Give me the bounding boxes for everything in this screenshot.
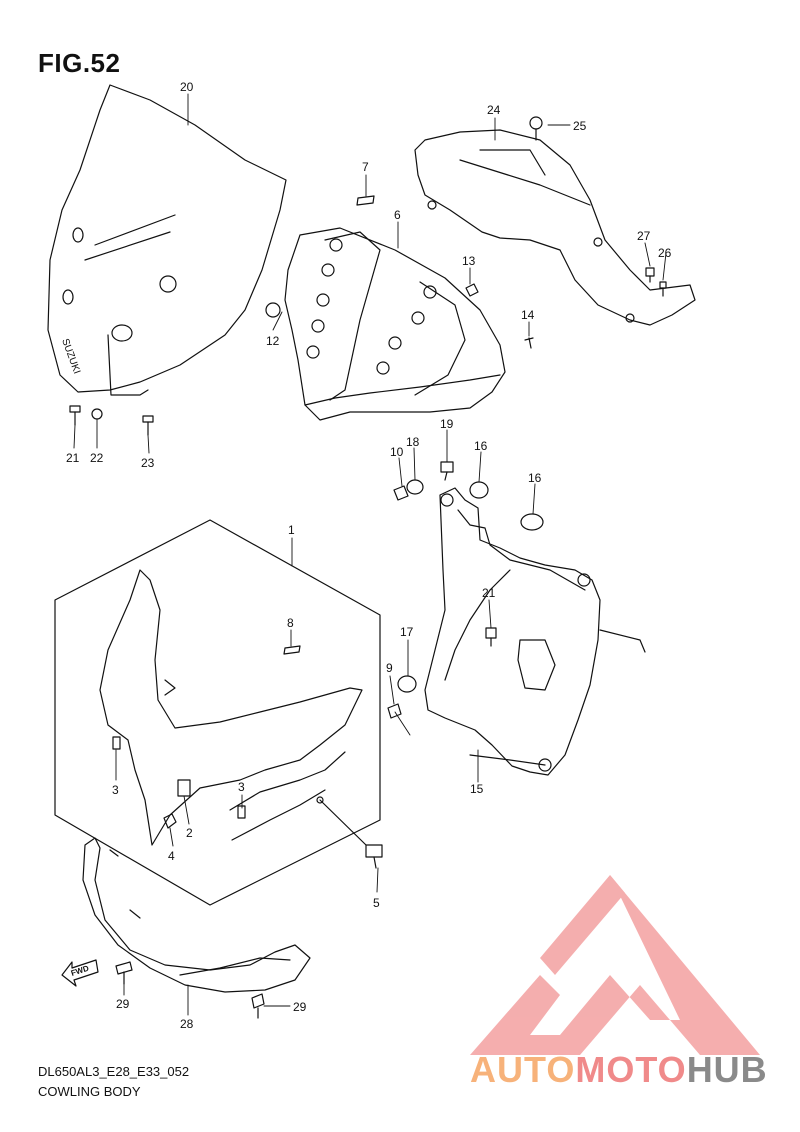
part-6-screw: [319, 799, 383, 869]
part-26-27-fasteners: [645, 267, 667, 297]
callout-15: 16: [528, 471, 542, 485]
callout-16a: 16: [474, 439, 488, 453]
callout-19: 21: [482, 586, 496, 600]
callout-23: 23: [141, 456, 155, 470]
callout-numbers: 20 21 22 23 7 6 12 13 14 24 25 27 26 1 8…: [66, 80, 672, 1031]
cowling-frame: [424, 487, 646, 776]
frame-hardware: [393, 461, 544, 693]
callout-2: 2: [186, 826, 193, 840]
cowling-assembly-box: [54, 519, 381, 906]
watermark-logo: [470, 875, 760, 1055]
callout-25: 25: [573, 119, 587, 133]
callout-28: 28: [180, 1017, 194, 1031]
callout-22: 22: [90, 451, 104, 465]
callout-7: 6: [394, 208, 401, 222]
callout-26: 26: [658, 246, 672, 260]
callout-9: 9: [386, 661, 393, 675]
part-8-label-plate: [356, 195, 375, 206]
part-29-fasteners: [115, 961, 265, 1019]
callout-5: 4: [168, 849, 175, 863]
callout-24: 24: [487, 103, 501, 117]
callout-4: 8: [287, 616, 294, 630]
svg-text:AUTOMOTOHUB: AUTOMOTOHUB: [470, 1049, 768, 1090]
fwd-arrow: [61, 959, 99, 987]
callout-3a: 3: [112, 783, 119, 797]
meter-bracket-cover: [414, 129, 696, 326]
windscreen-screws: [69, 405, 154, 436]
callout-1: 1: [288, 523, 295, 537]
figure-code: DL650AL3_E28_E33_052: [38, 1064, 190, 1079]
part-5-clip: [163, 813, 177, 829]
lower-cover: [82, 837, 311, 993]
callout-29b: 29: [293, 1000, 307, 1014]
watermark-hub: HUB: [687, 1049, 768, 1090]
brand-decal: SUZUKI: [59, 337, 82, 375]
watermark-text: AUTOMOTOHUB: [470, 1049, 768, 1090]
callout-6: 5: [373, 896, 380, 910]
callout-18: 19: [440, 417, 454, 431]
callout-12: 13: [462, 254, 476, 268]
part-12-nut: [465, 283, 479, 297]
callout-3b: 3: [238, 780, 245, 794]
watermark-moto: MOTO: [575, 1049, 686, 1090]
callout-21: 21: [66, 451, 80, 465]
watermark-auto: AUTO: [470, 1049, 575, 1090]
figure-name: COWLING BODY: [38, 1084, 141, 1099]
part-25-bolt: [529, 116, 543, 141]
figure-title: FIG.52: [38, 48, 121, 78]
part-11-grommet: [265, 302, 281, 318]
callout-8: 7: [362, 160, 369, 174]
leader-lines: [73, 93, 667, 1016]
callout-17: 18: [406, 435, 420, 449]
cowling-body: [99, 569, 363, 846]
part-9-nut: [387, 703, 402, 719]
callout-27: 27: [637, 229, 651, 243]
callout-16b: 17: [400, 625, 414, 639]
callout-29a: 29: [116, 997, 130, 1011]
callout-11: 12: [266, 334, 280, 348]
inner-panel: [284, 227, 506, 421]
callout-20: 20: [180, 80, 194, 94]
windscreen: [47, 84, 287, 396]
part-13-screw: [524, 337, 534, 349]
callout-13: 14: [521, 308, 535, 322]
callout-14: 15: [470, 782, 484, 796]
callout-10: 10: [390, 445, 404, 459]
